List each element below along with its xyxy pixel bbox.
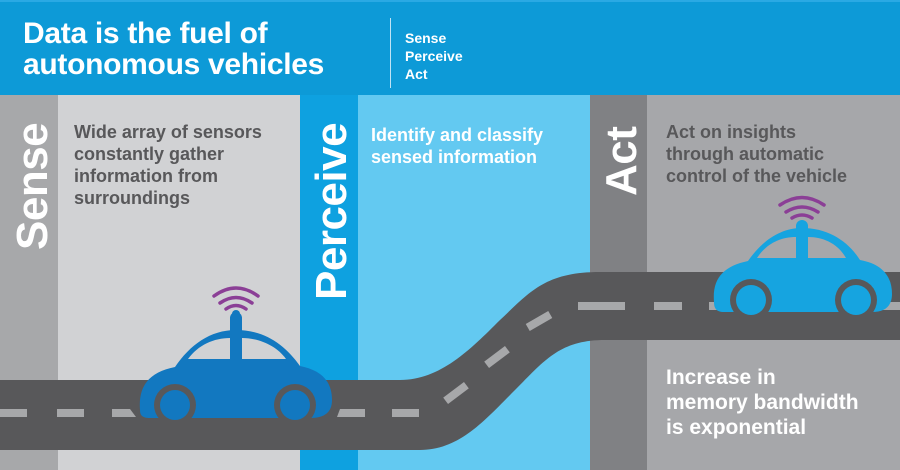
title-line-2: autonomous vehicles — [23, 48, 325, 81]
road-dash — [57, 409, 84, 417]
act-description: Act on insights through automatic contro… — [666, 121, 847, 187]
desc-line: through automatic — [666, 144, 824, 164]
wireless-signal-icon — [778, 195, 826, 220]
right-car — [713, 195, 892, 321]
perceive-label: Perceive — [307, 122, 356, 300]
road-dash — [392, 409, 419, 417]
desc-line: Identify and classify — [371, 125, 544, 145]
road-dash — [0, 409, 27, 417]
header-divider — [390, 18, 391, 88]
wheels — [154, 384, 316, 426]
road-dash — [484, 345, 510, 369]
stage-perceive: Perceive — [405, 48, 463, 64]
road-dash — [443, 381, 469, 405]
note-line: is exponential — [666, 416, 807, 439]
desc-line: surroundings — [74, 188, 190, 208]
desc-line: sensed information — [371, 147, 538, 167]
title-line-1: Data is the fuel of — [23, 17, 268, 50]
road-dash — [337, 409, 365, 417]
road-dashes — [0, 302, 900, 417]
bandwidth-note: Increase in memory bandwidth is exponent… — [666, 365, 859, 440]
stage-sense: Sense — [405, 30, 447, 46]
note-line: Increase in — [666, 366, 776, 389]
road-dash — [654, 302, 682, 310]
stage-act: Act — [405, 66, 428, 82]
sense-description: Wide array of sensors constantly gather … — [74, 121, 262, 209]
page-title: Data is the fuel of autonomous vehicles — [23, 18, 324, 80]
road-dash — [112, 409, 136, 417]
stage-list: Sense Perceive Act — [405, 29, 463, 83]
road-dash — [597, 302, 625, 310]
desc-line: control of the vehicle — [666, 166, 848, 186]
wheels — [730, 279, 877, 321]
sense-label: Sense — [8, 122, 57, 250]
desc-line: Wide array of sensors — [74, 122, 262, 142]
header-banner: Data is the fuel of autonomous vehicles … — [0, 0, 900, 95]
wireless-signal-icon — [212, 286, 260, 311]
left-car — [139, 286, 332, 426]
road-dash — [525, 311, 553, 331]
desc-line: Act on insights — [666, 122, 796, 142]
perceive-description: Identify and classify sensed information — [371, 124, 543, 168]
act-label: Act — [597, 126, 646, 196]
note-line: memory bandwidth — [666, 391, 859, 414]
road-dash — [578, 302, 606, 310]
desc-line: information from — [74, 166, 218, 186]
desc-line: constantly gather — [74, 144, 225, 164]
